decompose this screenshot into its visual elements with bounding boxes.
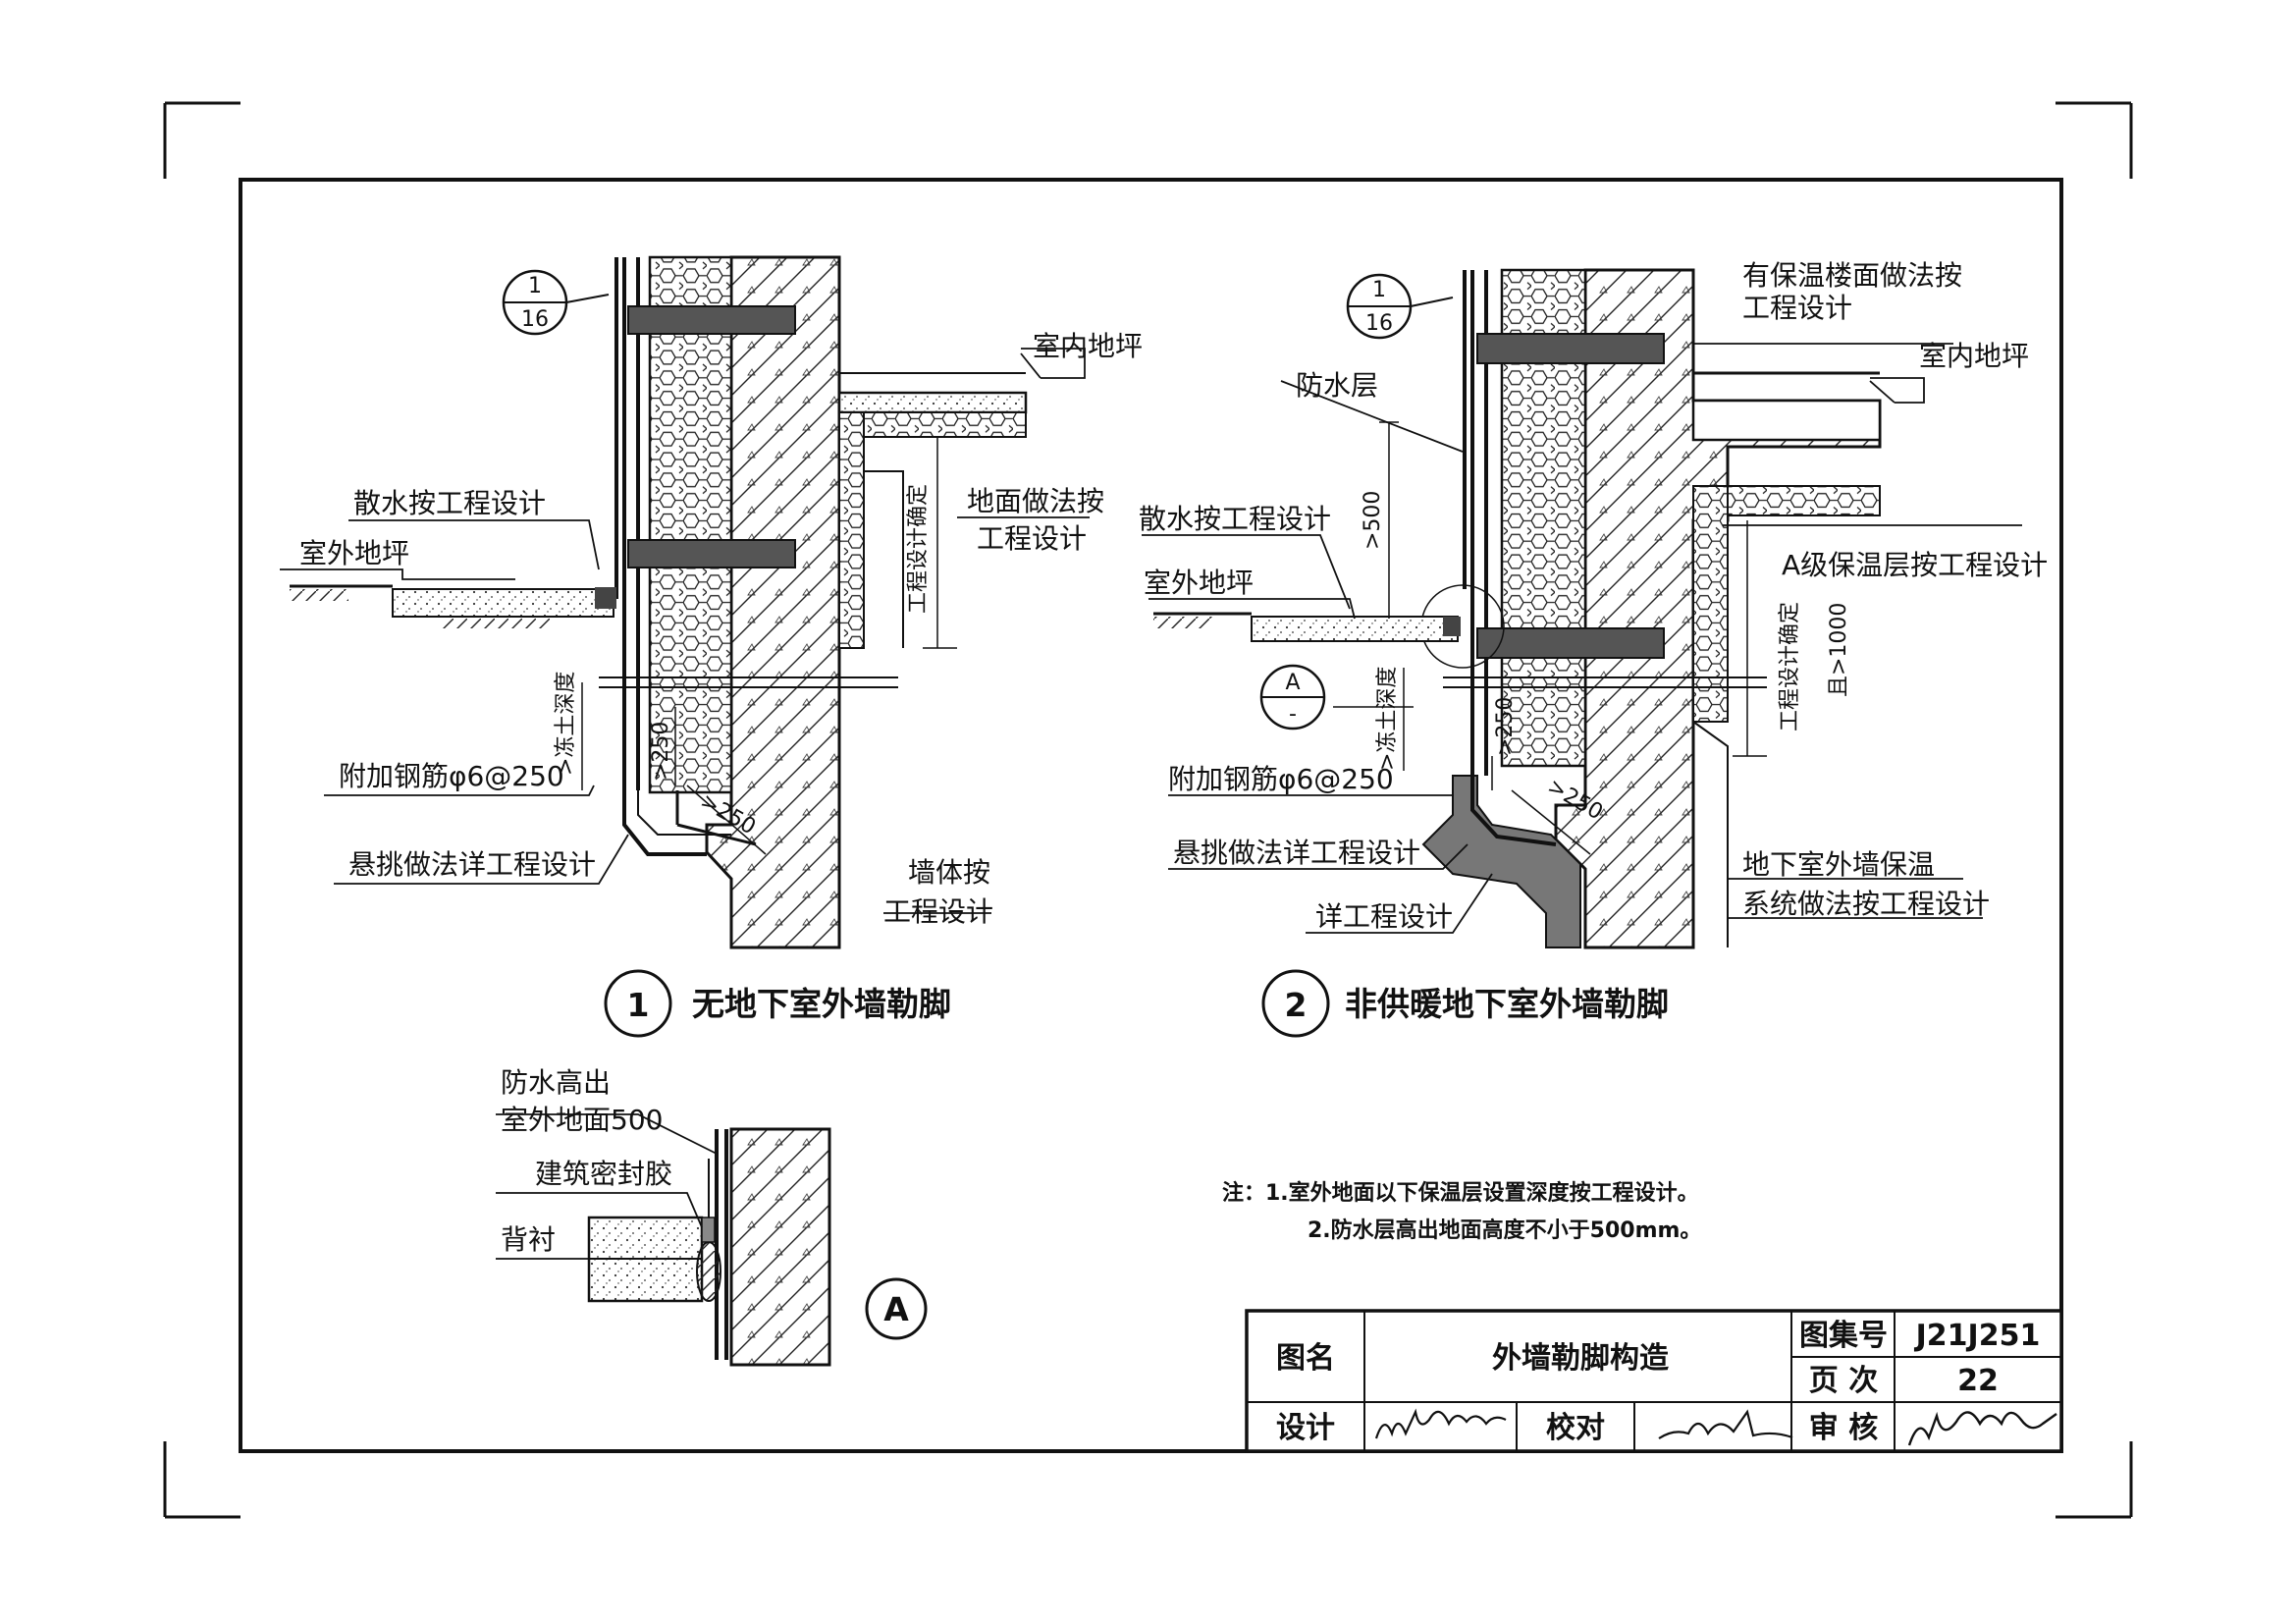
waterproof-label: 防水层 — [1296, 369, 1378, 402]
detail-2-title: 非供暖地下室外墙勒脚 — [1345, 985, 1669, 1023]
page-number: 22 — [1957, 1364, 1999, 1398]
wp-height-label-1: 防水高出 — [501, 1066, 611, 1099]
outdoor-label: 室外地坪 — [299, 537, 409, 569]
check-label: 校对 — [1546, 1411, 1605, 1445]
reviewer-signature — [1907, 1411, 2057, 1446]
rebar-label-2: 附加钢筋φ6@250 — [1168, 763, 1394, 795]
crop-marks — [163, 101, 2133, 1519]
rebar-label: 附加钢筋φ6@250 — [339, 760, 564, 792]
detail-eng-label: 详工程设计 — [1315, 900, 1453, 933]
eng-confirm-label-2: 工程设计确定 — [1778, 602, 1802, 731]
note-2: 2.防水层高出地面高度不小于500mm。 — [1308, 1217, 1701, 1243]
ref-top-text-2: 1 — [1372, 278, 1386, 302]
basement-label-1: 地下室外墙保温 — [1742, 848, 1935, 881]
title-block: 图名 外墙勒脚构造 图集号 J21J251 页 次 22 设计 校对 审 核 — [1245, 1309, 2063, 1453]
detail-2: 1 16 有保温楼面做法按 工程设计 室内地坪 防水层 >500 散水按工程设计… — [1139, 259, 2048, 1038]
insul-floor-label-1: 有保温楼面做法按 — [1742, 259, 1962, 292]
dim-500-label: >500 — [1361, 491, 1385, 550]
indoor-floor-label: 室内地坪 — [1033, 330, 1143, 362]
cantilever-label: 悬挑做法详工程设计 — [348, 848, 596, 881]
detail-a-number-circle — [865, 1277, 928, 1340]
wp-height-label-2: 室外地面500 — [501, 1104, 663, 1136]
ref-bottom-text: 16 — [521, 307, 549, 332]
atlas-number: J21J251 — [1914, 1319, 2041, 1353]
floor-method-label-2: 工程设计 — [977, 522, 1087, 555]
wall-label-2: 工程设计 — [883, 895, 993, 928]
design-label: 设计 — [1276, 1411, 1335, 1445]
eng-confirm-label: 工程设计确定 — [906, 484, 931, 614]
insul-floor-label-2: 工程设计 — [1742, 292, 1852, 324]
sealant-label: 建筑密封胶 — [535, 1158, 672, 1190]
dim-250-vertical: >250 — [649, 722, 673, 781]
detail-1-number-circle — [604, 969, 672, 1038]
detail-2-number: 2 — [1285, 986, 1308, 1024]
detail-1-number: 1 — [627, 986, 650, 1024]
backer-rod — [696, 1241, 721, 1302]
section-a-bottom: - — [1289, 702, 1297, 727]
drawing-title: 外墙勒脚构造 — [1492, 1341, 1669, 1376]
notes: 注：1.室外地面以下保温层设置深度按工程设计。 2.防水层高出地面高度不小于50… — [1222, 1180, 1701, 1243]
title-name-label: 图名 — [1276, 1341, 1335, 1376]
detail-2-number-circle — [1261, 969, 1330, 1038]
review-label: 审 核 — [1809, 1411, 1878, 1445]
apron-label-2: 散水按工程设计 — [1139, 503, 1331, 535]
dim-250-vertical-2: >250 — [1493, 697, 1518, 756]
detail-1: 1 16 室内地坪 地面做法按 工程设计 工程设计确定 散水按工程设计 室外地坪… — [280, 255, 1143, 1038]
drawing-frame — [239, 178, 2063, 1453]
ref-top-text: 1 — [528, 274, 542, 298]
a-level-insulation-label: A级保温层按工程设计 — [1782, 549, 2048, 581]
ge-1000-label: 且>1000 — [1827, 603, 1851, 697]
insulation-board — [648, 255, 733, 794]
note-1: 注：1.室外地面以下保温层设置深度按工程设计。 — [1222, 1180, 1699, 1206]
checker-signature — [1658, 1409, 1793, 1439]
outdoor-label-2: 室外地坪 — [1144, 567, 1254, 599]
basement-label-2: 系统做法按工程设计 — [1742, 888, 1990, 920]
apron-label: 散水按工程设计 — [353, 487, 546, 519]
floor-method-label-1: 地面做法按 — [967, 485, 1104, 517]
detail-1-title: 无地下室外墙勒脚 — [692, 985, 951, 1023]
section-a-top: A — [1285, 671, 1300, 695]
frost-depth-label-2: >冻土深度 — [1375, 667, 1400, 771]
frost-depth-label: >冻土深度 — [554, 672, 578, 776]
wall-label-1: 墙体按 — [908, 856, 990, 889]
detail-a: 防水高出 室外地面500 建筑密封胶 背衬 A — [496, 1066, 928, 1367]
indoor-floor-label-2: 室内地坪 — [1919, 340, 2029, 372]
designer-signature — [1374, 1408, 1507, 1439]
ref-bottom-text-2: 16 — [1365, 311, 1393, 336]
cantilever-label-2: 悬挑做法详工程设计 — [1173, 837, 1420, 869]
backer-label: 背衬 — [501, 1223, 556, 1256]
page-label: 页 次 — [1809, 1364, 1878, 1398]
detail-a-number: A — [883, 1290, 909, 1328]
atlas-label: 图集号 — [1799, 1319, 1888, 1353]
